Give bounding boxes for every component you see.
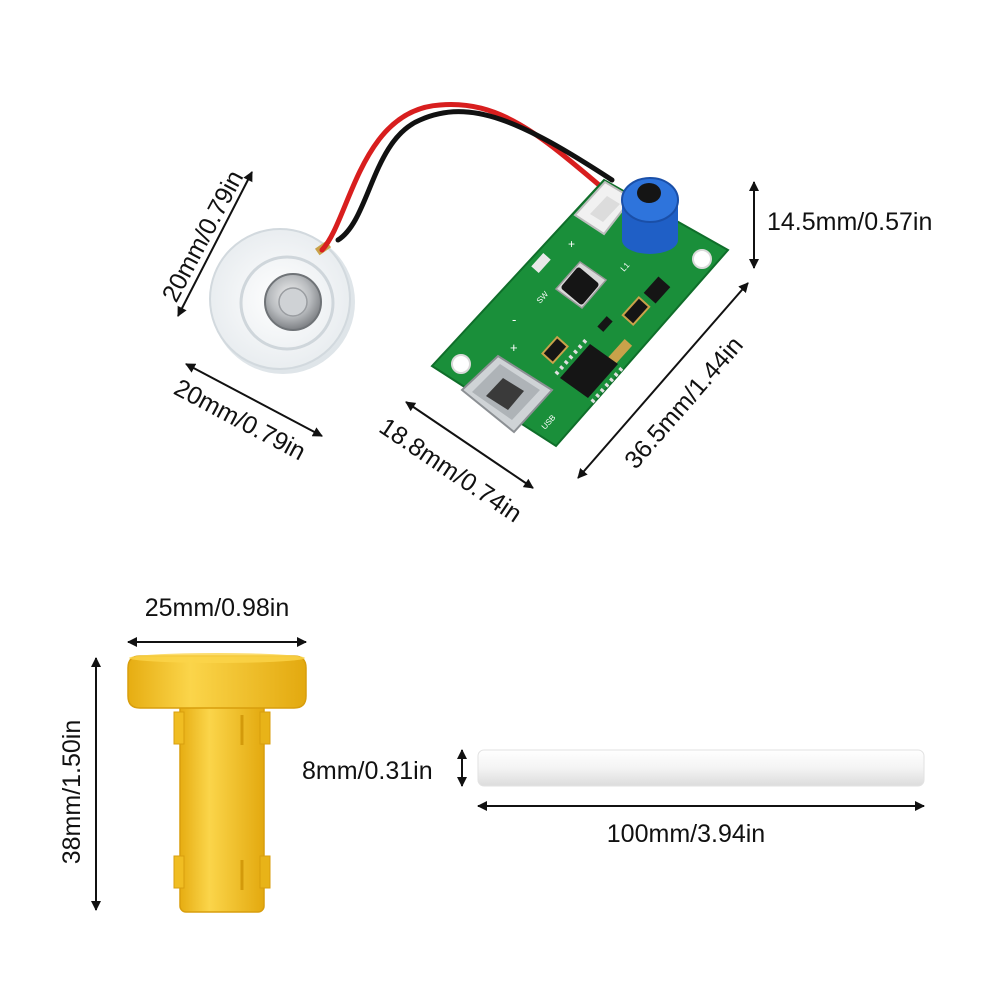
connection-wires [319,102,615,253]
disc-width-label: 20mm/0.79in [169,374,310,467]
led-smd [531,252,551,274]
holder-cap-top [129,653,305,663]
holder-rib-bottom-left [173,855,185,889]
disc-height-arrow [177,171,253,317]
holder-tube [179,699,265,913]
marking-plus-top: + [568,237,575,251]
cotton-stick [477,749,925,787]
holder-width-label: 25mm/0.98in [145,594,290,622]
disc-width-arrow [185,363,323,437]
holder-rib-bottom-right [259,855,271,889]
marking-minus: - [512,312,516,327]
holder-rib-top-right [259,711,271,745]
holder-rib-top-left [173,711,185,745]
mount-hole-right [692,249,712,269]
diode-smd [541,335,569,365]
inductor-core [637,183,661,203]
board-height-label: 14.5mm/0.57in [767,208,932,236]
blue-inductor [621,177,679,254]
holder-height-label: 38mm/1.50in [58,720,86,865]
board-width-arrow [405,401,534,489]
atomizer-disc [209,228,355,374]
holder-cap [127,655,307,709]
disc-mesh-center [278,287,308,317]
yellow-holder [127,653,307,913]
board-width-label: 18.8mm/0.74in [374,413,527,529]
board-length-arrow [577,282,749,479]
stick-diameter-label: 8mm/0.31in [302,757,433,785]
stick-length-label: 100mm/3.94in [607,820,765,848]
mount-hole-left [451,354,471,374]
marking-plus-left: + [510,340,518,355]
black-wire [335,109,615,243]
